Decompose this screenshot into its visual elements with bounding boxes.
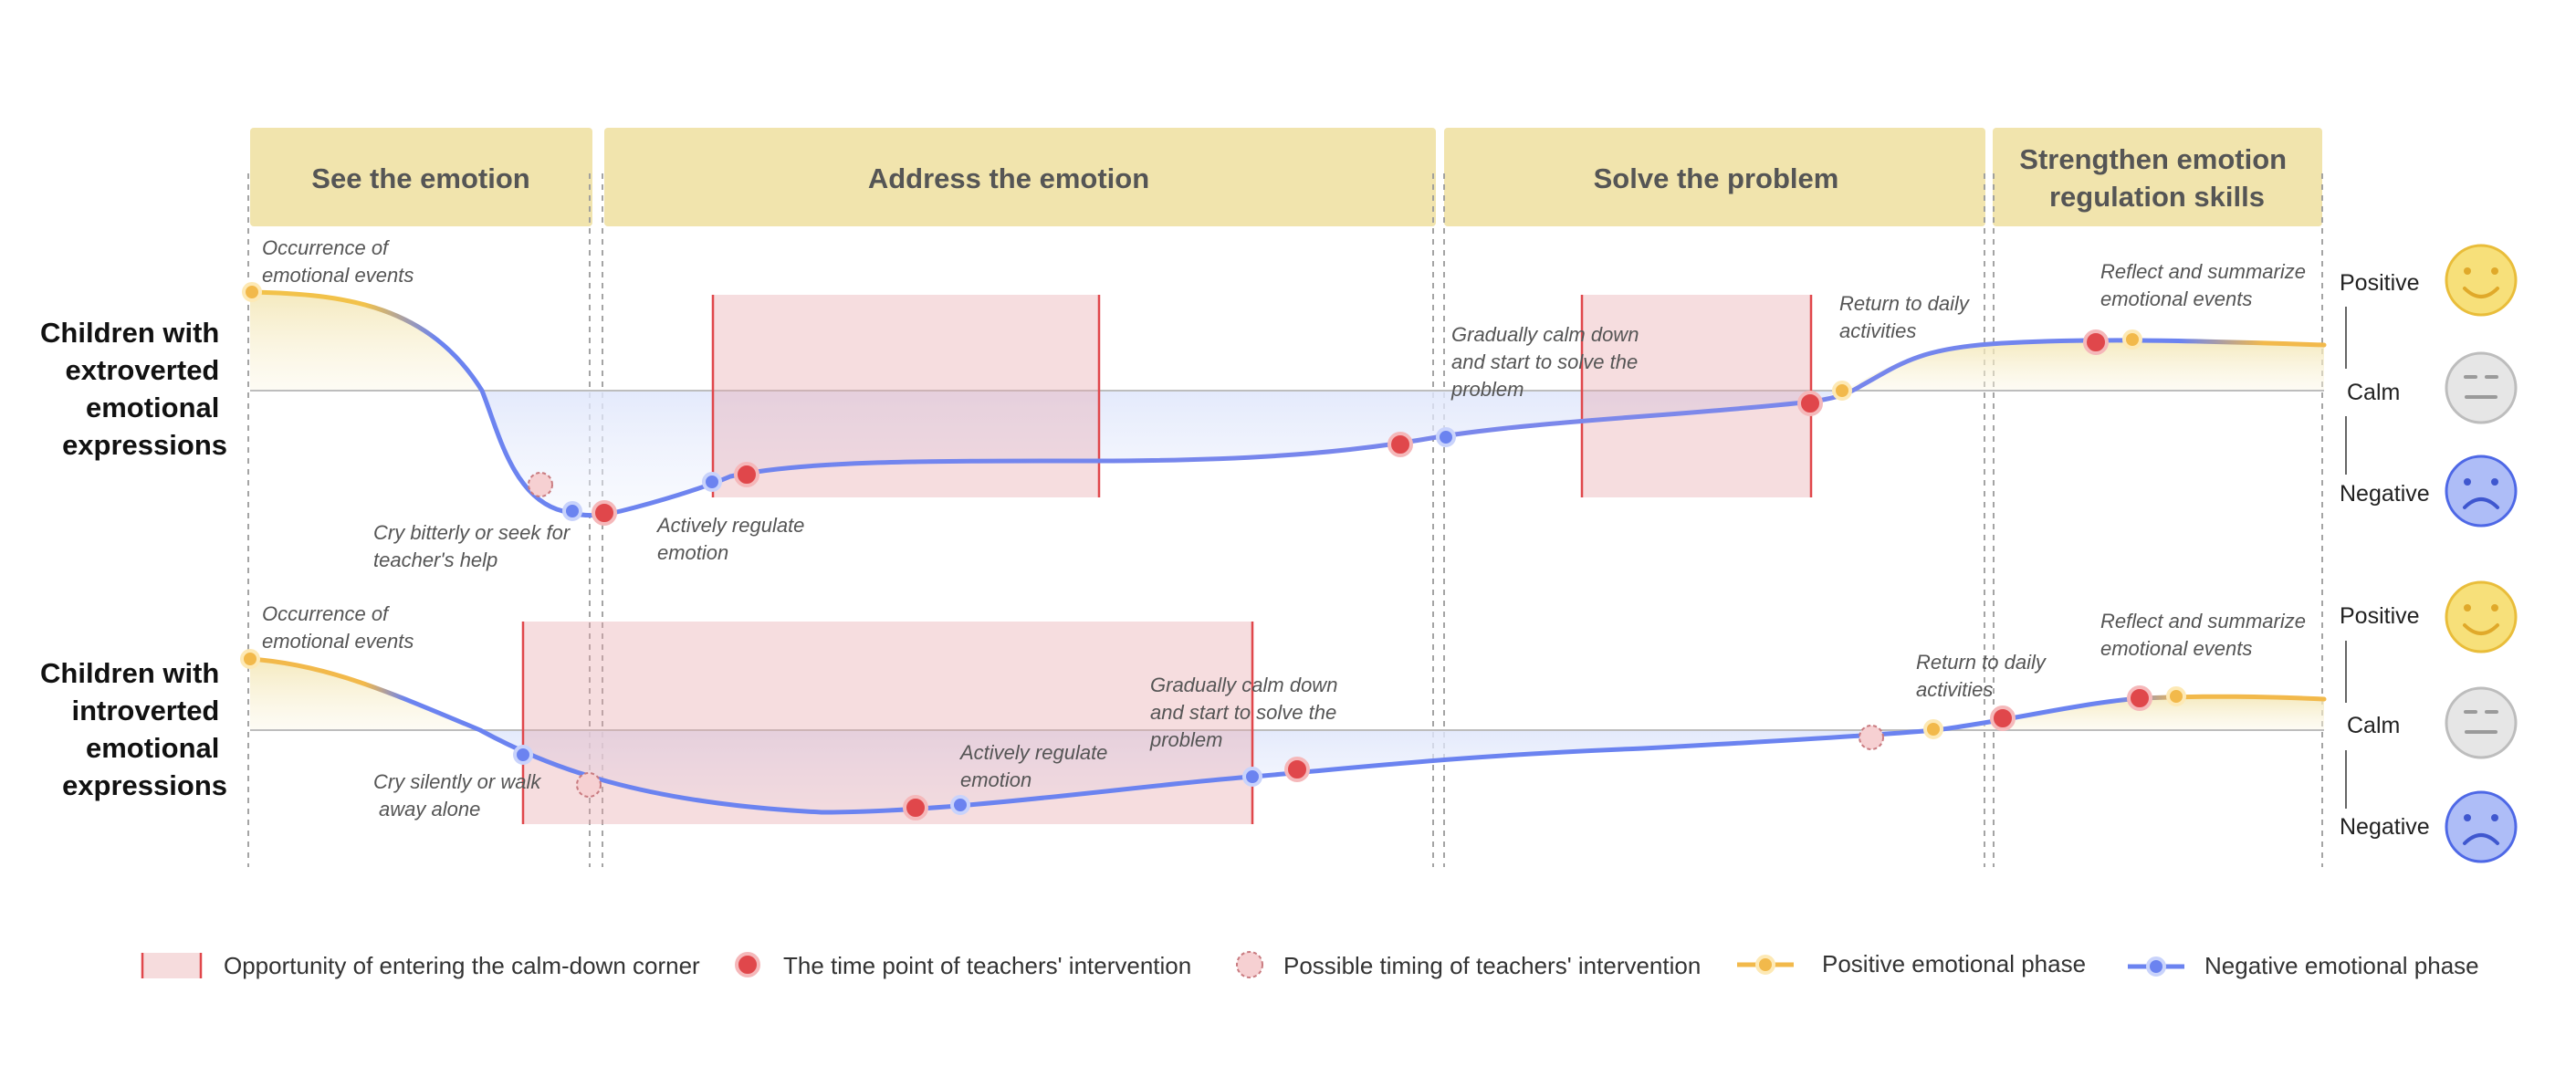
positive-area-extroverted-start: [250, 292, 482, 391]
phase-headers: See the emotion Address the emotion Solv…: [250, 128, 2322, 226]
positive-phase-marker: [242, 282, 262, 302]
annotation-calm-down: Gradually calm down and start to solve t…: [1450, 323, 1645, 401]
happy-face-icon: [2445, 244, 2518, 317]
annotation-return: Return to daily activities: [1916, 651, 2051, 701]
legend-item-calm-corner: Opportunity of entering the calm-down co…: [141, 952, 700, 979]
annotation-cry-silently: Cry silently or walk away alone: [373, 770, 547, 820]
annotation-return: Return to daily activities: [1839, 292, 1974, 342]
annotation-occurrence: Occurrence of emotional events: [262, 602, 414, 653]
negative-phase-marker: [513, 745, 533, 765]
positive-area-extroverted-end: [1844, 340, 2324, 391]
possible-intervention-marker: [576, 772, 602, 798]
legend-label-positive-phase: Positive emotional phase: [1822, 950, 2086, 977]
legend-label-negative-phase: Negative emotional phase: [2204, 952, 2479, 979]
intervention-marker: [903, 795, 928, 820]
legend-label-possible-intervention: Possible timing of teachers' interventio…: [1283, 952, 1701, 979]
annotation-occurrence: Occurrence of emotional events: [262, 236, 414, 287]
phase-title-see: See the emotion: [311, 162, 529, 194]
positive-phase-marker: [1832, 381, 1852, 401]
possible-intervention-marker: [1859, 725, 1884, 750]
positive-phase-marker: [2122, 329, 2142, 350]
intervention-marker: [1387, 432, 1413, 457]
phase-header-solve: [1444, 128, 1985, 226]
annotation-reflect: Reflect and summarize emotional events: [2100, 610, 2311, 660]
legend-swatch-possible-intervention: [1236, 951, 1263, 978]
happy-face-icon: [2445, 580, 2518, 653]
calm-corner-introverted: [523, 622, 1252, 824]
phase-title-solve: Solve the problem: [1594, 162, 1839, 194]
legend-item-possible-intervention: Possible timing of teachers' interventio…: [1236, 951, 1701, 979]
positive-area-introverted-start: [250, 659, 480, 730]
scale-label-negative: Negative: [2340, 481, 2430, 507]
emotion-scale-top: Positive Calm Negative: [2340, 244, 2518, 528]
scale-label-positive: Positive: [2340, 270, 2420, 296]
intervention-marker: [592, 500, 617, 526]
calm-corner-extroverted-1: [713, 295, 1099, 497]
intervention-marker: [2083, 329, 2109, 355]
annotation-calm-down: Gradually calm down and start to solve t…: [1149, 674, 1344, 751]
phase-title-address: Address the emotion: [868, 162, 1149, 194]
row-label-extroverted: Children with extroverted emotional expr…: [40, 317, 227, 461]
row-extroverted: Children with extroverted emotional expr…: [40, 236, 2327, 571]
negative-phase-marker: [1242, 767, 1262, 787]
intervention-marker: [734, 462, 759, 487]
sad-face-icon: [2445, 455, 2518, 528]
scale-label-negative: Negative: [2340, 814, 2430, 840]
phase-header-address: [604, 128, 1436, 226]
legend-label-intervention: The time point of teachers' intervention: [783, 952, 1191, 979]
positive-phase-marker: [240, 649, 260, 669]
row-label-introverted: Children with introverted emotional expr…: [40, 657, 227, 801]
positive-phase-marker: [2166, 686, 2186, 706]
scale-label-positive: Positive: [2340, 603, 2420, 629]
legend-swatch-calm-corner: [142, 953, 201, 978]
calm-corner-extroverted-2: [1582, 295, 1811, 497]
row-introverted: Children with introverted emotional expr…: [40, 602, 2327, 824]
negative-area-extroverted: [482, 391, 1844, 516]
emotion-curve-extroverted: [247, 289, 2327, 518]
legend-item-negative-phase: Negative emotional phase: [2128, 952, 2479, 979]
intervention-marker: [2127, 685, 2152, 711]
intervention-marker: [1284, 757, 1310, 782]
possible-intervention-marker: [528, 472, 553, 497]
intervention-marker: [1797, 391, 1823, 416]
legend-label-calm-corner: Opportunity of entering the calm-down co…: [224, 952, 700, 979]
neutral-face-icon: [2445, 686, 2518, 759]
emotion-scale-bottom: Positive Calm Negative: [2340, 580, 2518, 863]
legend: Opportunity of entering the calm-down co…: [141, 950, 2479, 979]
annotation-reflect: Reflect and summarize emotional events: [2100, 260, 2311, 310]
positive-area-introverted-end: [1935, 696, 2324, 730]
phase-header-see: [250, 128, 592, 226]
sad-face-icon: [2445, 790, 2518, 863]
negative-phase-marker: [562, 501, 582, 521]
phase-title-strengthen: Strengthen emotion regulation skills: [2019, 143, 2294, 213]
negative-phase-marker: [1436, 427, 1456, 447]
annotation-cry: Cry bitterly or seek for teacher's help: [373, 521, 575, 571]
legend-swatch-positive-phase: [1755, 955, 1775, 975]
negative-phase-marker: [702, 472, 722, 492]
negative-phase-marker: [950, 795, 970, 815]
annotation-regulate: Actively regulate emotion: [655, 514, 811, 564]
scale-label-calm: Calm: [2347, 380, 2400, 405]
scale-label-calm: Calm: [2347, 713, 2400, 738]
legend-swatch-negative-phase: [2146, 956, 2166, 977]
legend-item-intervention: The time point of teachers' intervention: [735, 952, 1191, 979]
legend-swatch-intervention: [735, 952, 760, 977]
legend-item-positive-phase: Positive emotional phase: [1737, 950, 2086, 977]
annotation-regulate: Actively regulate emotion: [958, 741, 1114, 791]
neutral-face-icon: [2445, 351, 2518, 424]
intervention-marker: [1990, 705, 2016, 731]
positive-phase-marker: [1923, 719, 1943, 739]
phase-header-strengthen: [1993, 128, 2322, 226]
